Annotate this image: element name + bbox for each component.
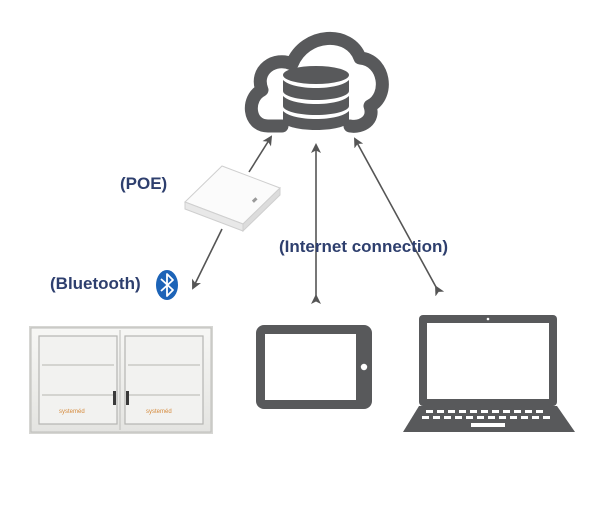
cloud-database-icon [244, 31, 389, 133]
laptop-icon [403, 315, 575, 432]
arrow-gateway-to-cloud [248, 135, 273, 173]
internet-connection-label: (Internet connection) [279, 237, 449, 256]
poe-gateway-icon [184, 165, 281, 233]
database-icon [283, 66, 349, 130]
bluetooth-icon [156, 270, 178, 300]
poe-label: (POE) [120, 174, 168, 193]
cabinet-brand-left: systeméd [59, 409, 85, 415]
cabinet-brand-right: systeméd [146, 409, 172, 415]
arrow-gateway-to-cabinet [192, 228, 223, 290]
arrow-laptop-cloud [354, 137, 445, 297]
cabinet-icon: systeméd systeméd [29, 326, 213, 434]
tablet-icon [256, 325, 372, 409]
bluetooth-label: (Bluetooth) [50, 274, 141, 293]
